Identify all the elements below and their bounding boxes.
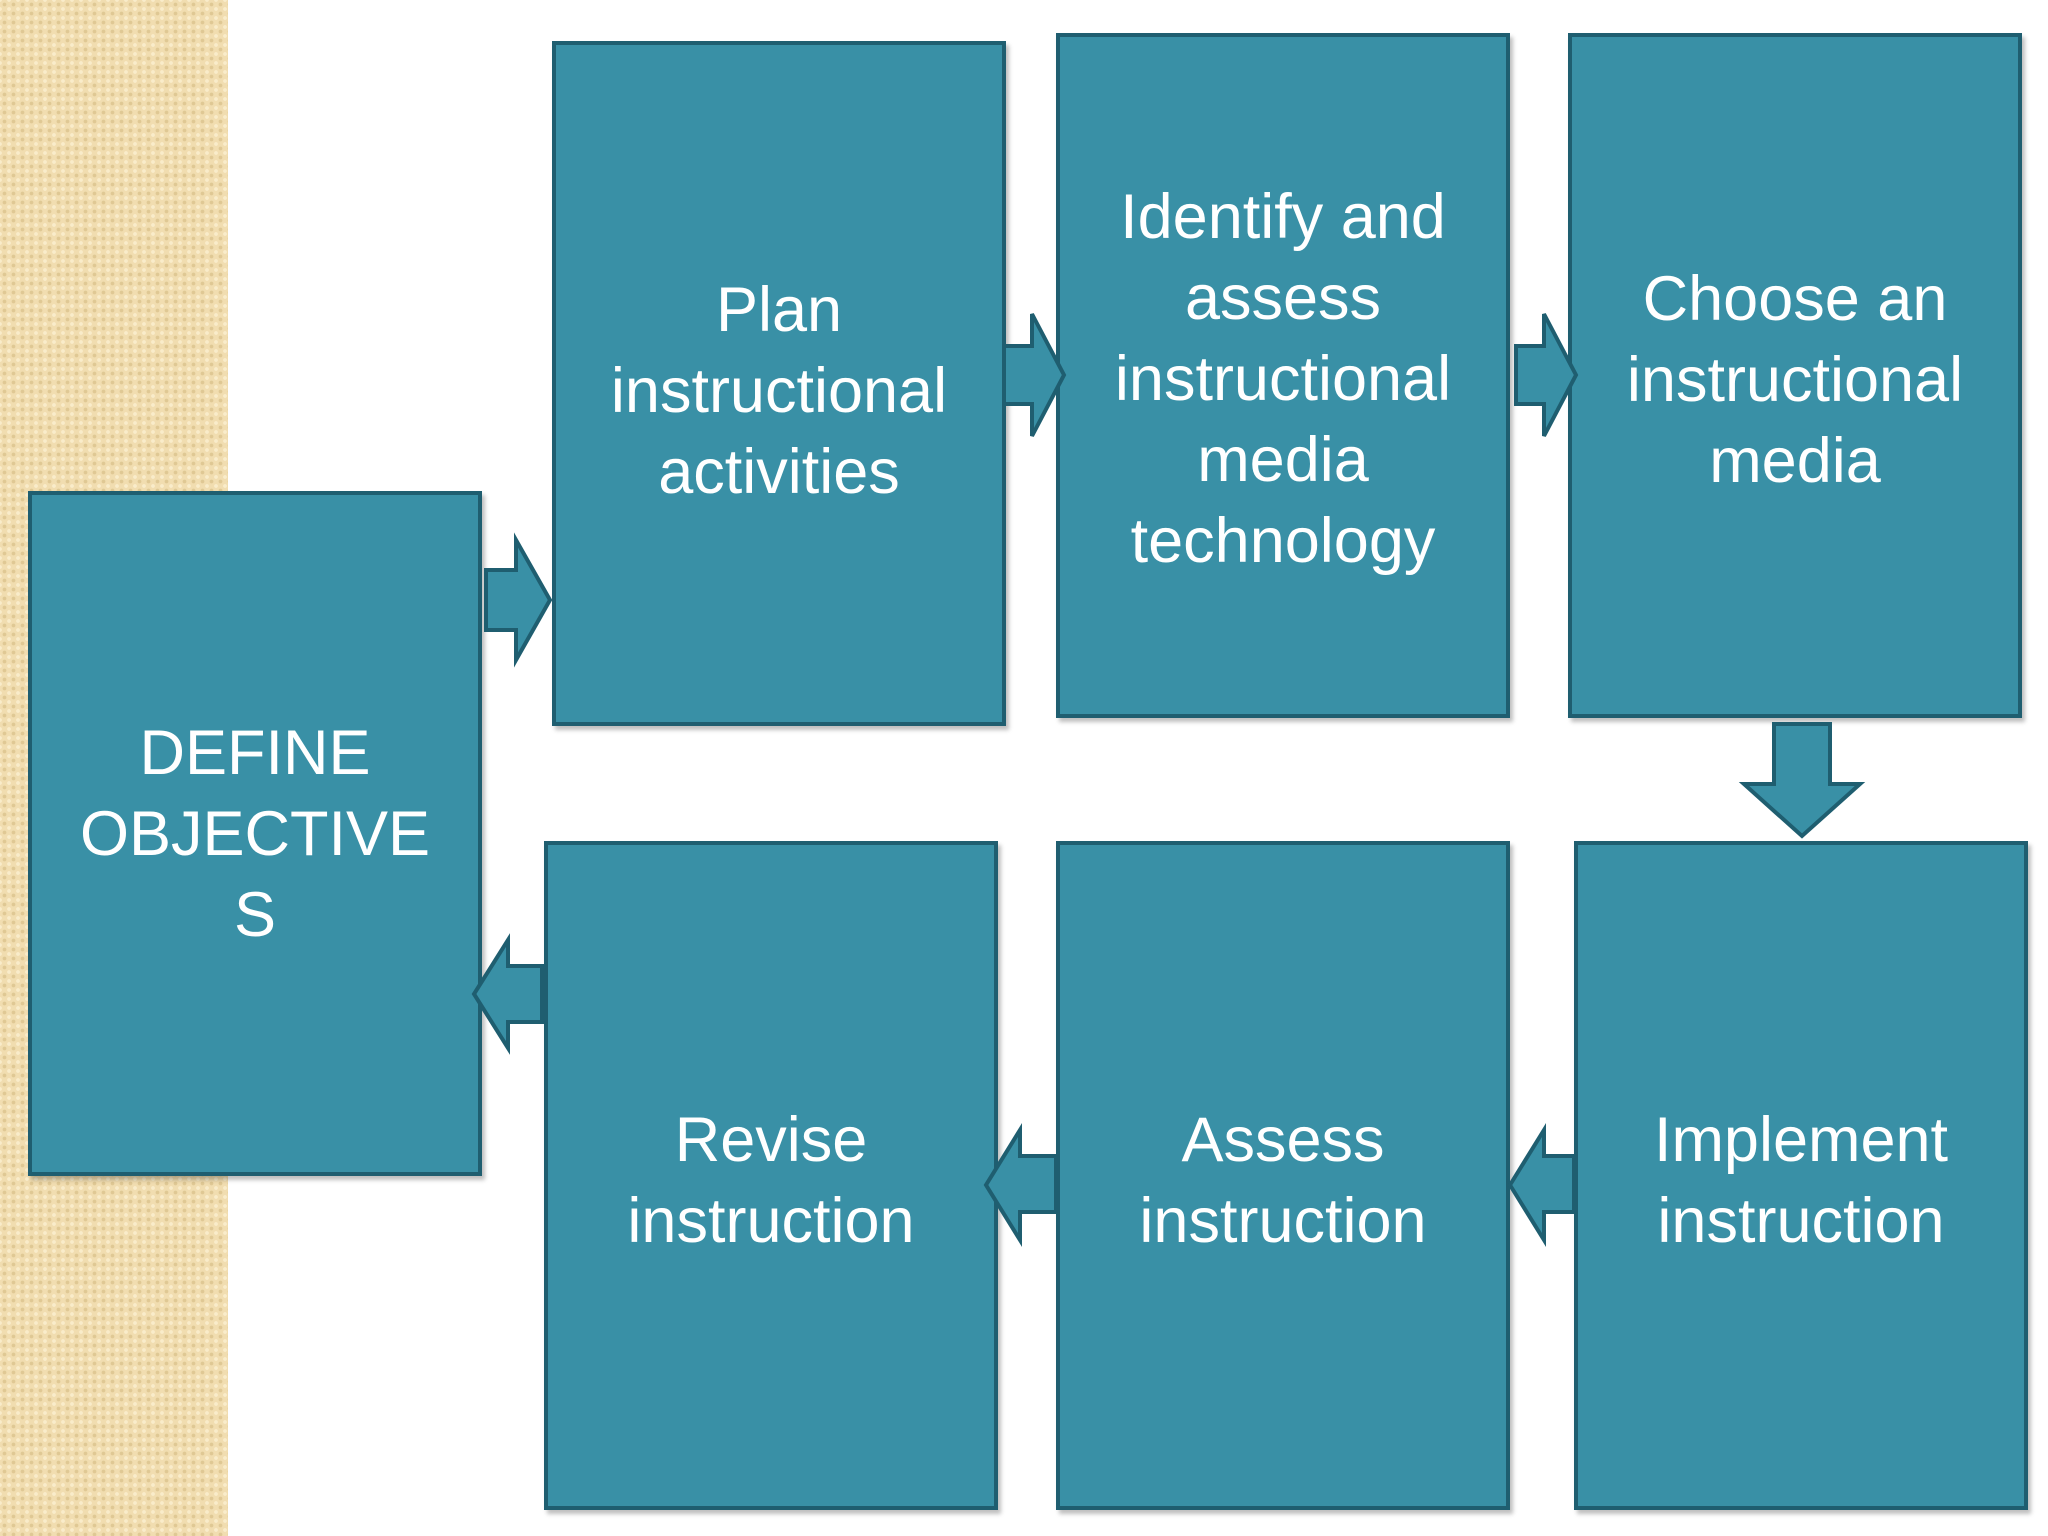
- arrow-choose-to-implement: [1738, 722, 1866, 839]
- arrow-define-to-plan: [484, 532, 553, 668]
- define-objectives-box: DEFINE OBJECTIVE S: [28, 491, 482, 1176]
- revise-instruction-box: Revise instruction: [544, 841, 998, 1510]
- arrow-assess-to-revise: [983, 1122, 1058, 1248]
- arrow-revise-to-define: [471, 933, 544, 1055]
- implement-instruction-box: Implement instruction: [1574, 841, 2028, 1510]
- define-objectives-label: DEFINE OBJECTIVE S: [79, 718, 431, 950]
- implement-instruction-label: Implement instruction: [1653, 1105, 1949, 1256]
- arrow-identify-to-choose: [1514, 313, 1579, 437]
- choose-media-box: Choose an instructional media: [1568, 33, 2022, 718]
- identify-media-box: Identify and assess instructional media …: [1056, 33, 1510, 718]
- arrow-implement-to-assess: [1507, 1122, 1576, 1248]
- assess-instruction-box: Assess instruction: [1056, 841, 1510, 1510]
- assess-instruction-label: Assess instruction: [1139, 1105, 1427, 1256]
- revise-instruction-label: Revise instruction: [627, 1105, 915, 1256]
- identify-media-label: Identify and assess instructional media …: [1114, 182, 1452, 576]
- choose-media-label: Choose an instructional media: [1626, 264, 1964, 496]
- arrow-plan-to-identify: [1002, 313, 1067, 437]
- plan-activities-label: Plan instructional activities: [610, 275, 948, 507]
